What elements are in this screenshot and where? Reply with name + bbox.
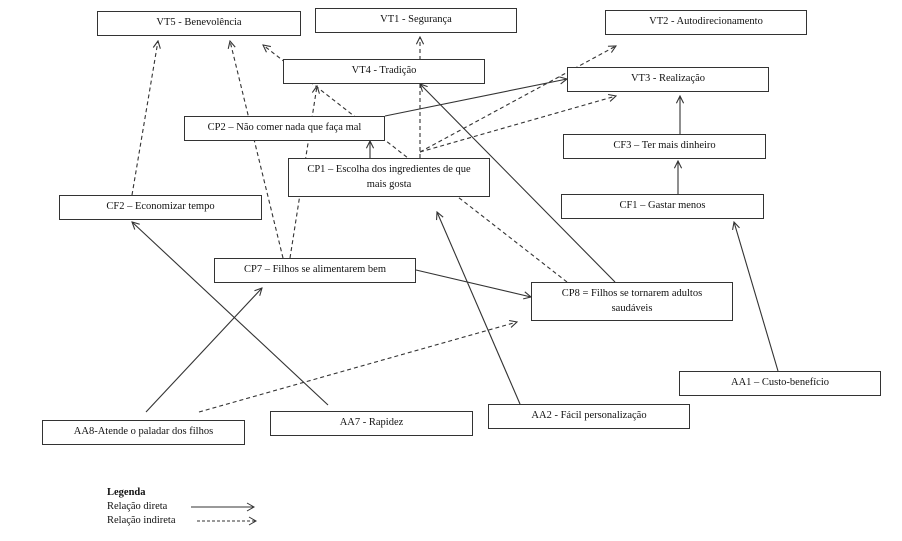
- legend-indirect-row: Relação indireta: [107, 514, 259, 528]
- legend-title: Legenda: [107, 487, 146, 498]
- node-cp7: CP7 – Filhos se alimentarem bem: [214, 258, 416, 283]
- legend: Legenda Relação direta Relação indireta: [107, 486, 259, 529]
- node-cf1: CF1 – Gastar menos: [561, 194, 764, 219]
- node-cp1: CP1 – Escolha dos ingredientes de que ma…: [288, 158, 490, 197]
- edge-cp7-to-vt5-indirect: [230, 41, 284, 259]
- edge-cp1-to-vt2-indirect: [419, 46, 616, 153]
- edge-aa2-to-cp1-direct: [437, 212, 521, 405]
- edge-aa1-to-cf1-direct: [734, 222, 779, 372]
- edge-aa7-to-cf2-direct: [132, 222, 329, 406]
- node-cp8: CP8 = Filhos se tornarem adultos saudáve…: [531, 282, 733, 321]
- edge-cp7-to-cp8-direct: [415, 269, 531, 297]
- legend-direct-arrow-icon: [191, 502, 256, 512]
- node-cf3: CF3 – Ter mais dinheiro: [563, 134, 766, 159]
- legend-direct-label: Relação direta: [107, 501, 168, 513]
- legend-direct-row: Relação direta: [107, 500, 259, 514]
- node-cf2: CF2 – Economizar tempo: [59, 195, 262, 220]
- edge-cp8-to-vt4-direct: [420, 84, 616, 283]
- node-aa8: AA8-Atende o paladar dos filhos: [42, 420, 245, 445]
- edge-aa8-to-cp7-direct: [145, 288, 262, 413]
- edge-cf2-to-vt5-indirect: [131, 41, 158, 196]
- node-cp2: CP2 – Não comer nada que faça mal: [184, 116, 385, 141]
- edge-cp2-to-vt3-direct: [384, 79, 567, 117]
- edge-cp1-to-vt3-indirect: [419, 96, 616, 153]
- legend-indirect-arrow-icon: [197, 516, 258, 526]
- node-vt5-benevolencia: VT5 - Benevolência: [97, 11, 301, 36]
- node-aa7: AA7 - Rapidez: [270, 411, 473, 436]
- node-aa2: AA2 - Fácil personalização: [488, 404, 690, 429]
- edge-aa8-to-cp8-indirect: [198, 322, 517, 413]
- node-vt2-autodirecionamento: VT2 - Autodirecionamento: [605, 10, 807, 35]
- node-vt4-tradicao: VT4 - Tradição: [283, 59, 485, 84]
- node-vt3-realizacao: VT3 - Realização: [567, 67, 769, 92]
- node-aa1: AA1 – Custo-benefício: [679, 371, 881, 396]
- legend-indirect-label: Relação indireta: [107, 515, 176, 527]
- node-vt1-seguranca: VT1 - Segurança: [315, 8, 517, 33]
